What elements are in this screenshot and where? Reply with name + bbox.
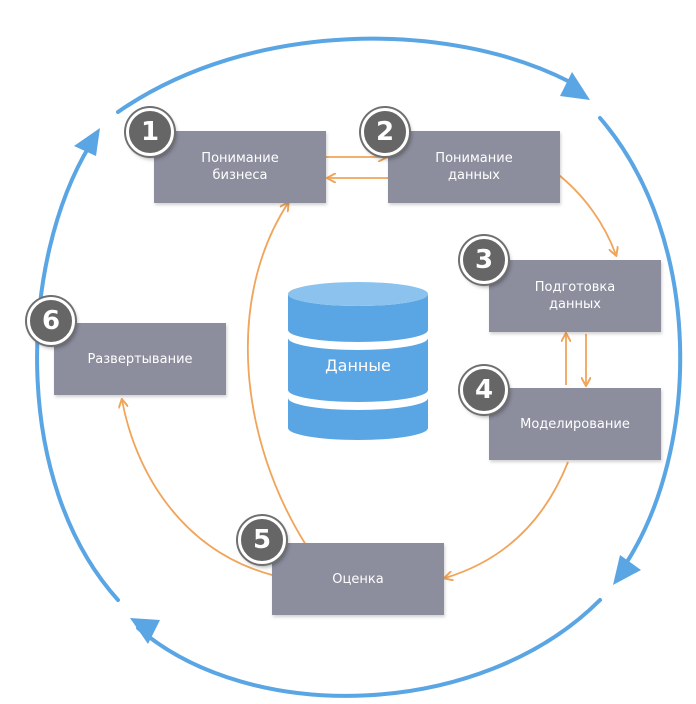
cycle-arrowhead-bottom (130, 618, 160, 644)
stage-box-data-preparation: Подготовка данных (489, 260, 661, 332)
arrow-5-to-1 (246, 203, 307, 546)
database-icon (288, 282, 428, 440)
cycle-arrowheads (74, 72, 641, 644)
database-segment-bottom (288, 398, 428, 440)
stage-box-business-understanding: Понимание бизнеса (154, 131, 326, 203)
stage-badge-1: 1 (126, 108, 174, 156)
arrow-4-to-5 (445, 461, 569, 578)
cycle-arrowhead-left (74, 128, 100, 156)
database-top-cap (288, 282, 428, 306)
stage-badge-2: 2 (361, 108, 409, 156)
database-segment-top (288, 294, 428, 342)
stage-box-modeling: Моделирование (489, 388, 661, 460)
cycle-arc-left (35, 143, 120, 602)
stage-badge-5: 5 (238, 516, 286, 564)
arrow-5-to-6 (122, 400, 273, 576)
stage-badge-6: 6 (27, 297, 75, 345)
cycle-arc-right (598, 116, 683, 567)
cycle-arrowhead-right (613, 555, 641, 585)
stage-box-data-understanding: Понимание данных (388, 131, 560, 203)
cycle-arc-top (116, 36, 572, 114)
cycle-arc-bottom (136, 598, 602, 698)
stage-box-deployment: Развертывание (54, 323, 226, 395)
stage-badge-4: 4 (460, 366, 508, 414)
cycle-arrowhead-top (560, 72, 590, 100)
arrow-2-to-3 (554, 171, 616, 255)
stage-badge-3: 3 (460, 236, 508, 284)
database-label: Данные (325, 356, 391, 375)
cycle-arrows (35, 36, 683, 698)
stage-box-evaluation: Оценка (272, 543, 444, 615)
database-segment-middle (288, 338, 428, 402)
flow-arrows (122, 157, 616, 578)
